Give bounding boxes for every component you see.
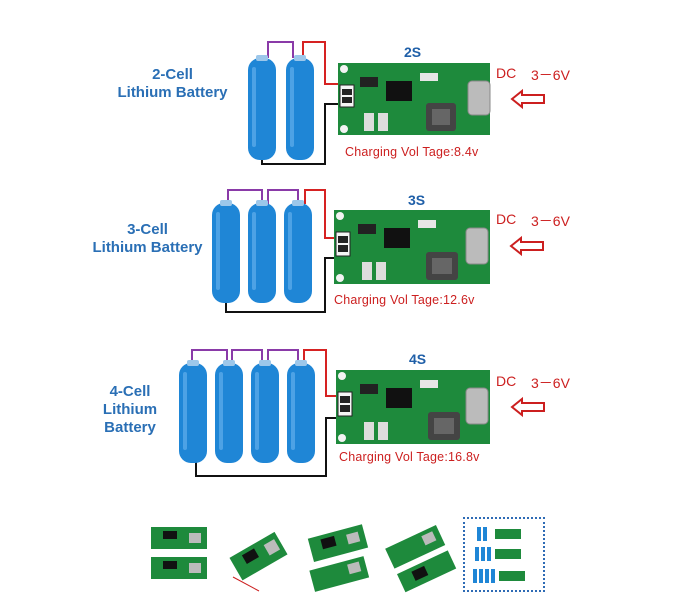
battery-group	[248, 55, 314, 160]
battery-group	[179, 360, 315, 463]
charging-voltage-label: Charging Vol Tage:12.6v	[334, 293, 475, 307]
panel-2s: 2-Cell Lithium Battery	[0, 0, 688, 170]
battery	[286, 55, 314, 160]
dc-label: DC	[496, 65, 517, 81]
board-title: 4S	[409, 351, 427, 367]
cell-label: 2-Cell Lithium Battery	[117, 66, 228, 101]
wiring-2s	[261, 41, 340, 165]
charger-board	[334, 210, 490, 284]
voltage-label: 3－6V	[531, 67, 570, 83]
charging-voltage-label: Charging Vol Tage:8.4v	[345, 145, 479, 159]
battery	[248, 55, 276, 160]
input-arrow-icon	[510, 88, 545, 110]
panel-4s: 4-Cell Lithium Battery 4S DC 3－6V Cha	[102, 349, 570, 477]
charging-voltage-label: Charging Vol Tage:16.8v	[339, 450, 480, 464]
board-title: 3S	[408, 192, 426, 208]
dc-label: DC	[496, 373, 517, 389]
panel-3s: 3-Cell Lithium Battery 3S DC 3－6V Chargi…	[92, 189, 570, 313]
battery-group	[212, 200, 312, 303]
cell-label: 4-Cell Lithium Battery	[102, 383, 158, 436]
voltage-label: 3－6V	[531, 213, 570, 229]
thumb-board-angle[interactable]	[385, 517, 457, 593]
wiring-3s	[225, 189, 336, 313]
charger-board	[338, 63, 491, 135]
thumb-wiring-diagram[interactable]	[463, 517, 545, 592]
input-arrow-icon	[509, 235, 544, 257]
dc-label: DC	[496, 211, 517, 227]
cell-label: 3-Cell Lithium Battery	[92, 221, 203, 256]
charger-board	[336, 370, 490, 444]
board-title: 2S	[404, 44, 422, 60]
thumb-board-dimension[interactable]	[225, 517, 293, 592]
thumbnail-strip	[145, 517, 545, 593]
wiring-4s	[191, 349, 338, 477]
input-arrow-icon	[510, 396, 545, 418]
thumb-boards-pair[interactable]	[145, 517, 213, 592]
thumb-board-top[interactable]	[305, 517, 373, 592]
voltage-label: 3－6V	[531, 375, 570, 391]
